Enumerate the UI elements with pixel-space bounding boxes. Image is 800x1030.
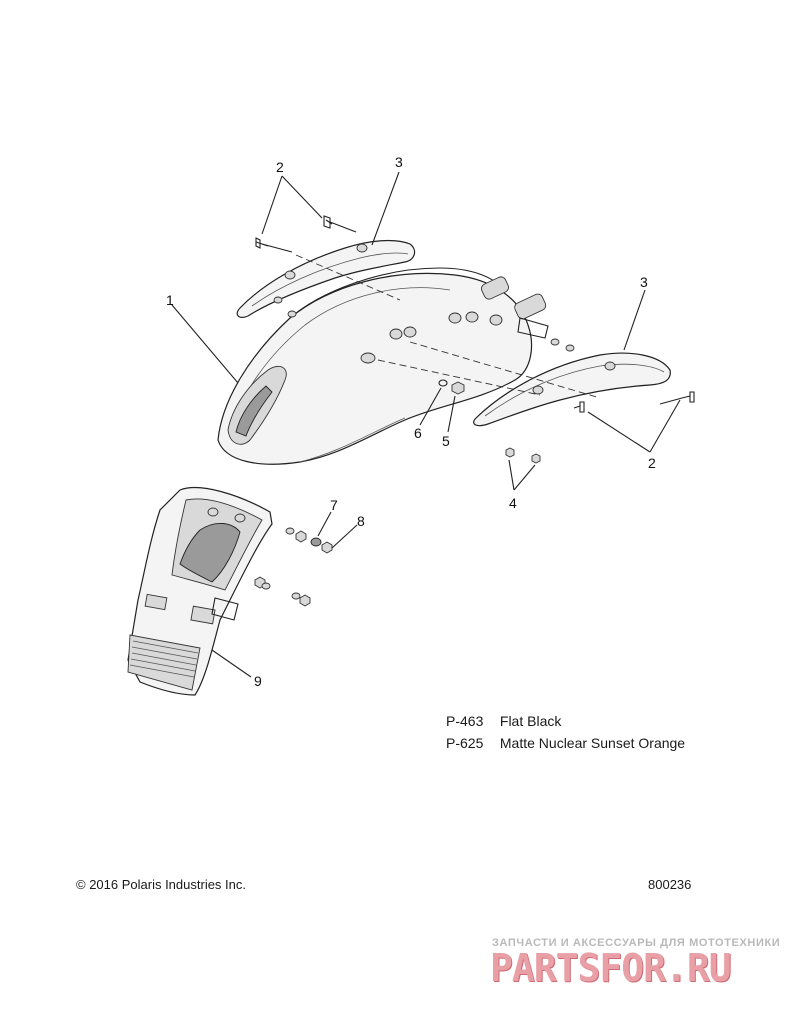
paint-code: P-625 (446, 735, 484, 751)
callout-2-top: 2 (276, 159, 284, 175)
paint-note-row: P-625 Matte Nuclear Sunset Orange (446, 732, 685, 754)
drawing-number: 800236 (648, 877, 692, 892)
paint-notes: P-463 Flat Black P-625 Matte Nuclear Sun… (446, 710, 685, 754)
bolts (255, 215, 695, 413)
rear-fender-part (217, 267, 549, 465)
callout-4: 4 (509, 495, 517, 511)
paint-note-row: P-463 Flat Black (446, 710, 685, 732)
license-bracket-part (127, 486, 273, 696)
callout-5: 5 (442, 433, 450, 449)
paint-code: P-463 (446, 713, 484, 729)
assembly-lines (295, 254, 601, 399)
callout-8: 8 (357, 513, 365, 529)
callout-6: 6 (414, 425, 422, 441)
bracket-hardware (254, 527, 333, 607)
small-hardware (273, 296, 575, 464)
paint-label: Matte Nuclear Sunset Orange (499, 735, 686, 751)
callout-9: 9 (254, 673, 262, 689)
callout-1: 1 (166, 292, 174, 308)
callout-2-right: 2 (648, 455, 656, 471)
copyright-text: © 2016 Polaris Industries Inc. (76, 877, 246, 892)
callout-3-top: 3 (395, 154, 403, 170)
callout-3-right: 3 (640, 274, 648, 290)
callout-7: 7 (330, 497, 338, 513)
watermark-logo: PARTSFOR.RU (490, 946, 732, 990)
watermark-subtitle: ЗАПЧАСТИ И АКСЕССУАРЫ ДЛЯ МОТОТЕХНИКИ (492, 937, 781, 949)
paint-label: Flat Black (499, 713, 562, 729)
leader-lines (171, 171, 681, 678)
